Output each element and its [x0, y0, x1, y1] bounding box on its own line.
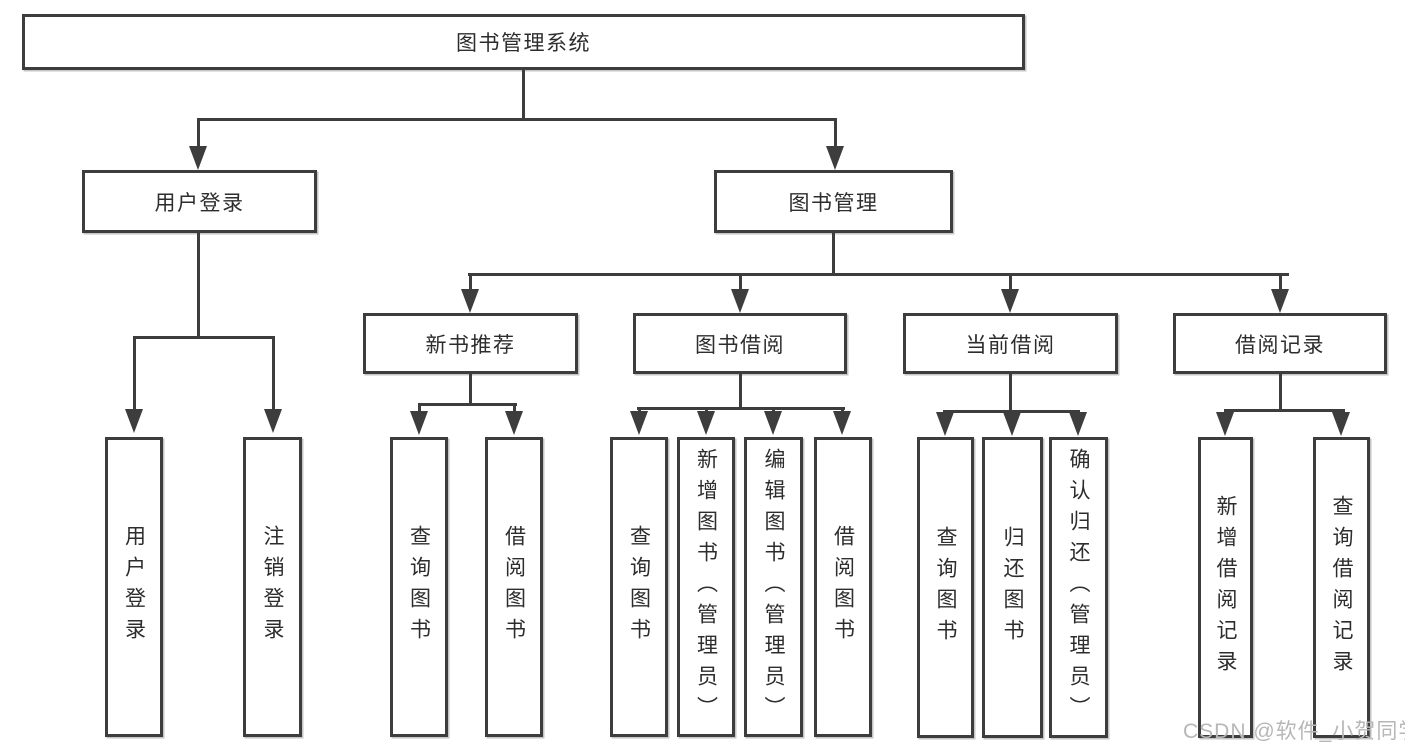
csdn-watermark: CSDN @软件_小贺同学	[1183, 720, 1405, 743]
connector-line	[513, 403, 516, 412]
leaf-confirm-return-admin: 确认归还（管理员）	[1049, 437, 1108, 738]
leaf-query-books-recommend-label: 查询图书	[407, 525, 431, 649]
leaf-borrow-books-borrow-label: 借阅图书	[831, 525, 855, 649]
leaf-add-books-admin-label: 新增图书（管理员）	[694, 447, 718, 727]
leaf-borrow-books-recommend: 借阅图书	[485, 437, 543, 737]
connector-line	[468, 273, 1289, 276]
connector-line	[772, 407, 775, 413]
connector-line	[197, 233, 200, 338]
connector-line	[638, 407, 641, 413]
node-user-login: 用户登录	[82, 170, 317, 233]
connector-arrowhead	[1069, 412, 1087, 436]
connector-arrowhead	[833, 411, 851, 435]
leaf-borrow-books-borrow: 借阅图书	[814, 437, 872, 737]
leaf-logout-label: 注销登录	[261, 525, 284, 649]
connector-arrowhead	[505, 411, 523, 435]
connector-line	[197, 118, 200, 148]
connector-arrowhead	[1003, 412, 1021, 436]
connector-line	[637, 407, 845, 410]
node-current-borrow-label: 当前借阅	[965, 333, 1056, 357]
connector-arrowhead	[264, 409, 282, 433]
connector-line	[522, 70, 525, 118]
node-book-borrow-label: 图书借阅	[695, 333, 785, 357]
connector-arrowhead	[461, 289, 479, 313]
connector-line	[841, 407, 844, 413]
connector-line	[1279, 273, 1282, 291]
leaf-add-borrow-record-label: 新增借阅记录	[1214, 494, 1237, 681]
leaf-query-borrow-record: 查询借阅记录	[1313, 437, 1370, 738]
connector-arrowhead	[410, 411, 428, 435]
leaf-query-books-borrow: 查询图书	[610, 437, 668, 737]
leaf-query-books-current-label: 查询图书	[934, 525, 957, 650]
connector-arrowhead	[936, 412, 954, 436]
leaf-query-borrow-record-label: 查询借阅记录	[1330, 494, 1353, 681]
node-current-borrow: 当前借阅	[903, 313, 1118, 374]
leaf-query-books-current: 查询图书	[917, 437, 974, 738]
node-new-book-recommend-label: 新书推荐	[425, 333, 516, 357]
node-new-book-recommend: 新书推荐	[363, 313, 578, 374]
connector-line	[1009, 374, 1012, 412]
connector-arrowhead	[731, 289, 749, 313]
node-borrow-records-label: 借阅记录	[1235, 333, 1325, 357]
connector-line	[1340, 409, 1343, 414]
leaf-query-books-borrow-label: 查询图书	[627, 525, 651, 649]
node-root-label: 图书管理系统	[456, 32, 591, 55]
leaf-add-borrow-record: 新增借阅记录	[1198, 437, 1253, 738]
node-book-borrow: 图书借阅	[633, 313, 847, 374]
connector-arrowhead	[697, 411, 715, 435]
connector-line	[469, 374, 472, 405]
connector-arrowhead	[1216, 412, 1234, 436]
connector-line	[197, 118, 837, 121]
connector-line	[469, 273, 472, 291]
connector-line	[832, 233, 835, 275]
leaf-add-books-admin: 新增图书（管理员）	[677, 437, 735, 737]
leaf-login-label: 用户登录	[122, 525, 146, 649]
leaf-query-books-recommend: 查询图书	[390, 437, 448, 737]
connector-arrowhead	[125, 409, 143, 433]
leaf-confirm-return-admin-label: 确认归还（管理员）	[1067, 448, 1090, 727]
connector-arrowhead	[1332, 412, 1350, 436]
leaf-borrow-books-recommend-label: 借阅图书	[502, 525, 526, 649]
connector-line	[739, 273, 742, 291]
node-book-management: 图书管理	[714, 170, 953, 233]
connector-arrowhead	[764, 411, 782, 435]
node-book-management-label: 图书管理	[788, 191, 879, 215]
connector-line	[1224, 409, 1227, 414]
connector-line	[705, 407, 708, 413]
leaf-return-books-label: 归还图书	[1001, 525, 1024, 650]
leaf-logout: 注销登录	[243, 437, 302, 737]
connector-arrowhead	[630, 411, 648, 435]
connector-line	[418, 403, 421, 412]
leaf-return-books: 归还图书	[982, 437, 1043, 738]
connector-line	[834, 118, 837, 148]
connector-arrowhead	[826, 146, 844, 170]
connector-line	[133, 336, 136, 410]
node-root: 图书管理系统	[22, 14, 1025, 70]
node-user-login-label: 用户登录	[154, 191, 245, 215]
node-borrow-records: 借阅记录	[1173, 313, 1387, 374]
connector-line	[739, 374, 742, 409]
connector-line	[418, 403, 517, 406]
connector-line	[133, 336, 275, 339]
leaf-login: 用户登录	[105, 437, 163, 737]
connector-line	[272, 336, 275, 410]
connector-arrowhead	[189, 146, 207, 170]
leaf-edit-books-admin-label: 编辑图书（管理员）	[762, 447, 785, 727]
connector-line	[1009, 273, 1012, 291]
connector-arrowhead	[1001, 289, 1019, 313]
connector-line	[1224, 409, 1345, 412]
connector-line	[1279, 374, 1282, 411]
connector-arrowhead	[1271, 289, 1289, 313]
leaf-edit-books-admin: 编辑图书（管理员）	[744, 437, 803, 737]
